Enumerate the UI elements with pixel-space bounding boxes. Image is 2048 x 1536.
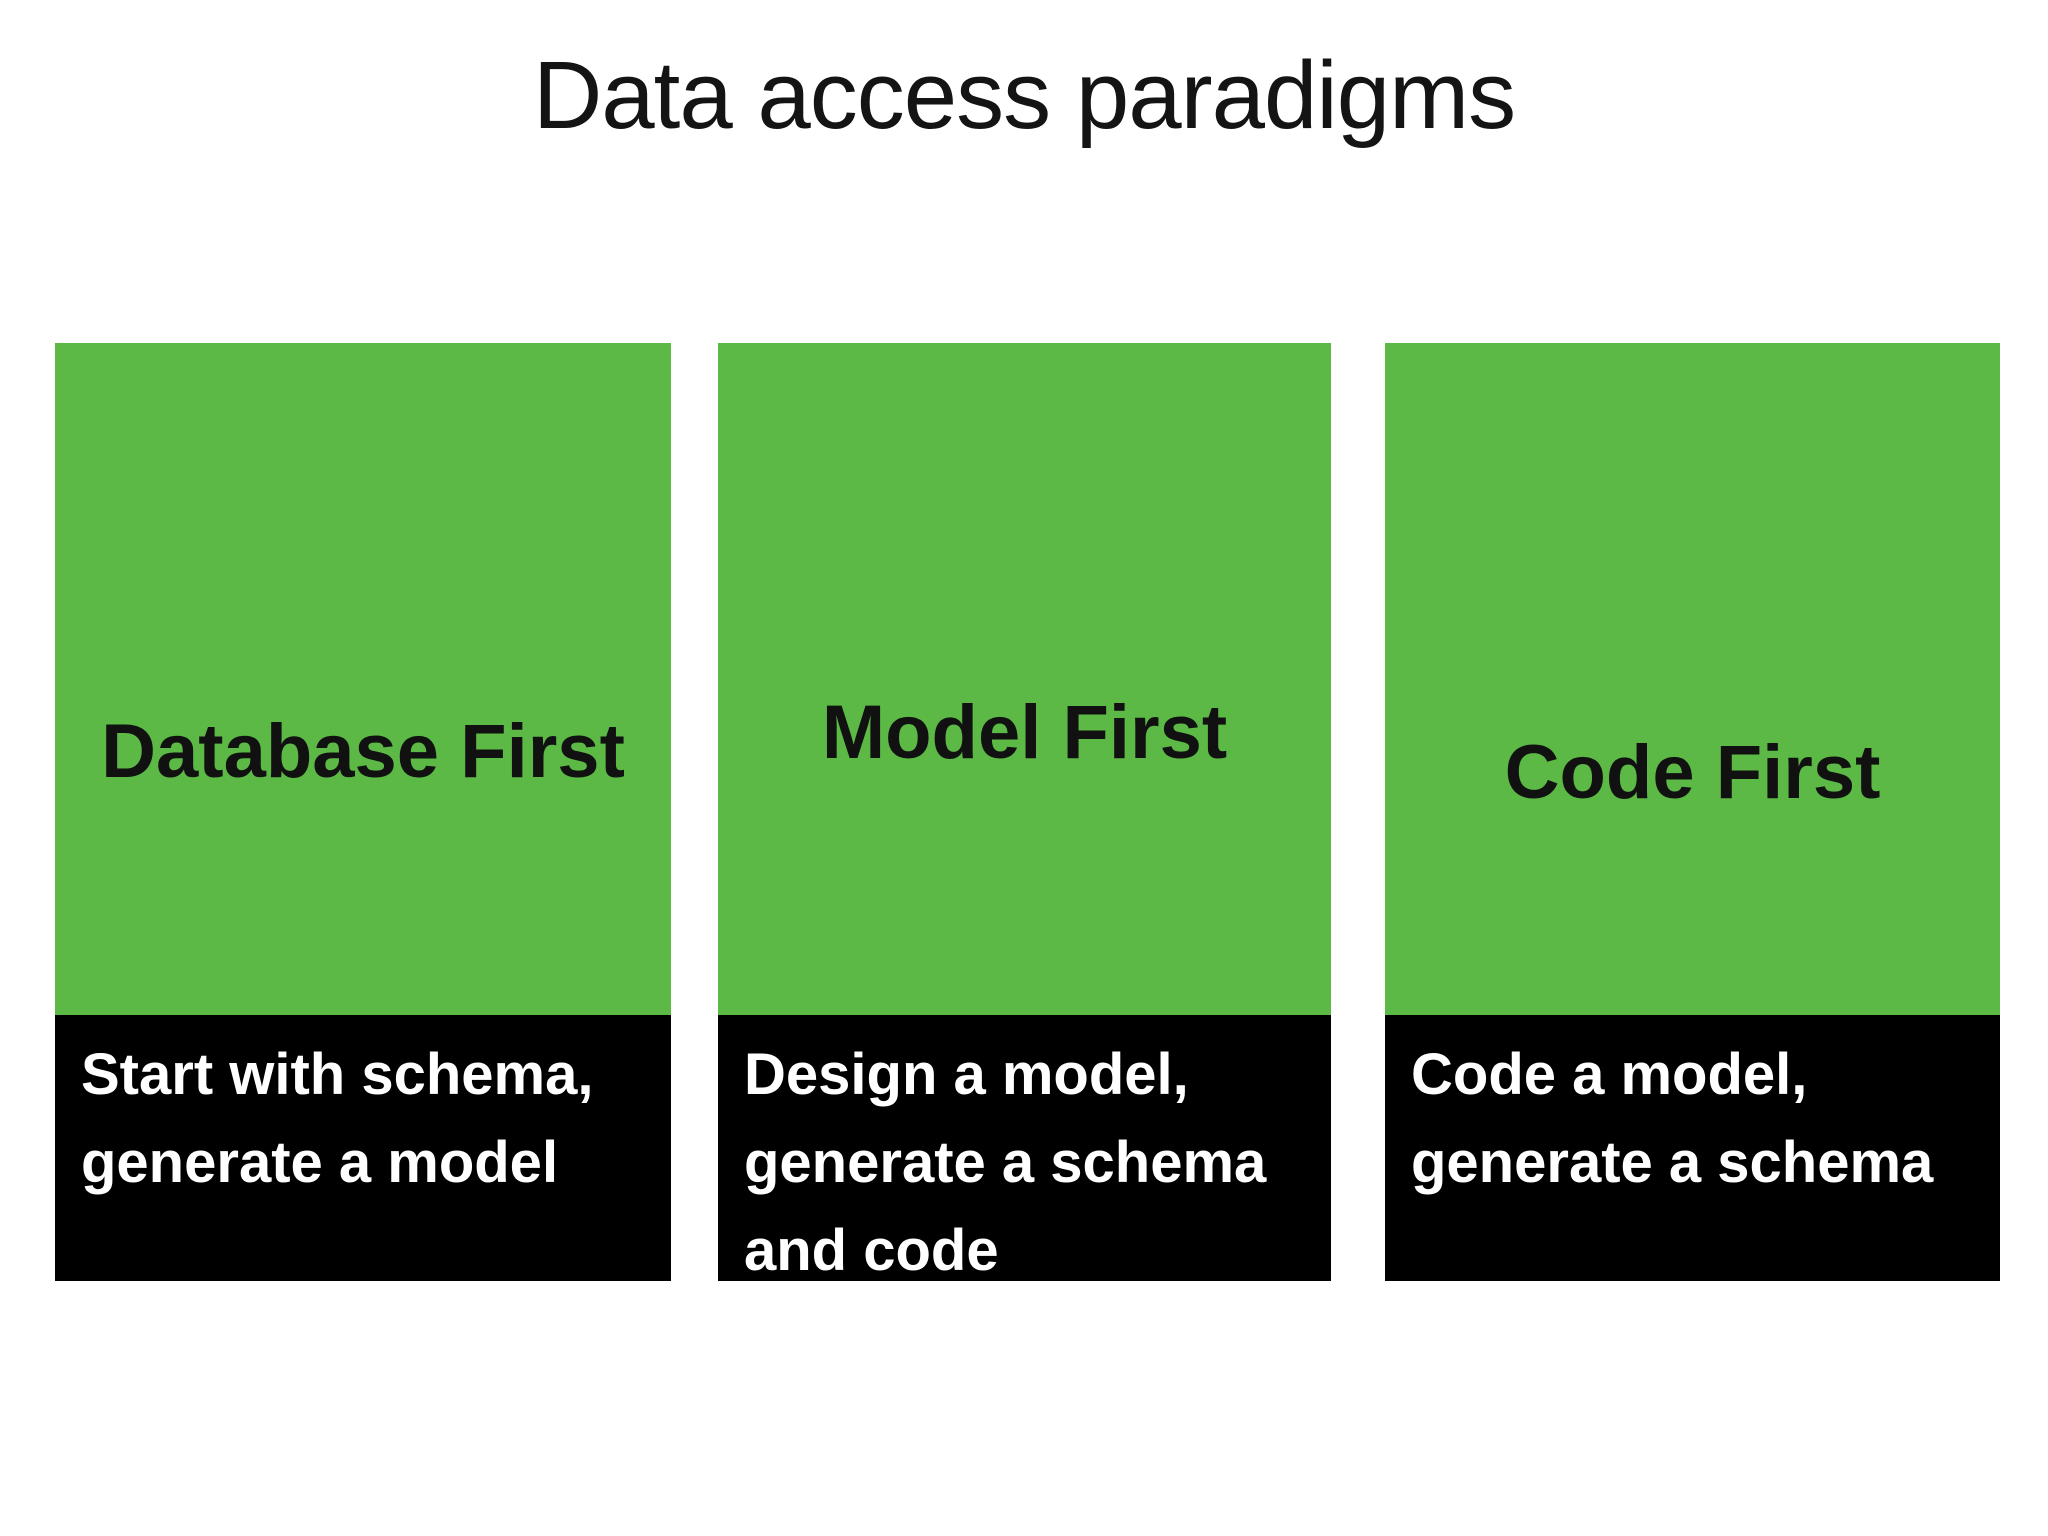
card-model-first-title: Model First bbox=[821, 690, 1228, 775]
card-code-first-title: Code First bbox=[1504, 730, 1881, 815]
page-title: Data access paradigms bbox=[532, 42, 1516, 149]
card-database-first-footer: Start with schema, generate a model bbox=[55, 1015, 671, 1281]
card-code-first-description: Code a model, generate a schema bbox=[1411, 1042, 1934, 1195]
card-model-first-footer: Design a model, generate a schema and co… bbox=[718, 1015, 1331, 1283]
card-code-first-footer: Code a model, generate a schema bbox=[1385, 1015, 2000, 1281]
card-database-first-description: Start with schema, generate a model bbox=[81, 1042, 594, 1195]
card-code-first: Code First Code a model, generate a sche… bbox=[1385, 343, 2000, 1281]
card-model-first-description: Design a model, generate a schema and co… bbox=[744, 1042, 1267, 1283]
card-database-first: Database First Start with schema, genera… bbox=[55, 343, 671, 1281]
card-model-first: Model First Design a model, generate a s… bbox=[718, 343, 1331, 1283]
card-code-first-header: Code First bbox=[1385, 343, 2000, 1015]
card-database-first-title: Database First bbox=[101, 709, 625, 794]
card-model-first-header: Model First bbox=[718, 343, 1331, 1015]
card-database-first-header: Database First bbox=[55, 343, 671, 1015]
